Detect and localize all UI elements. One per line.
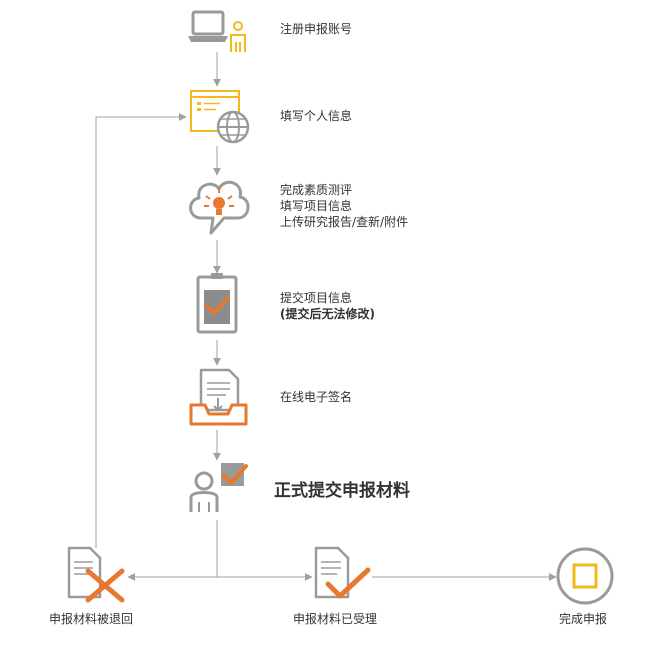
document-x-icon [67,546,125,603]
document-inbox-icon [189,368,248,426]
outcome-accepted-label: 申报材料已受理 [293,612,378,626]
step-text-line: 提交项目信息 [280,291,353,305]
laptop-user-icon [188,10,246,52]
step-submit-info-text: 提交项目信息 (提交后无法修改) [280,290,375,322]
step-text-line: 注册申报账号 [280,22,353,36]
step-text-line: 在线电子签名 [280,390,353,404]
step-text-line: 填写项目信息 [280,199,353,213]
step-register-text: 注册申报账号 [280,21,352,37]
idea-cloud-bulb-icon [189,180,250,235]
step-text-note: (提交后无法修改) [280,307,375,321]
outcome-completed-label: 完成申报 [559,612,608,626]
outcome-returned-label: 申报材料被退回 [49,612,134,626]
step-personal-text: 填写个人信息 [280,108,352,124]
step-text-line: 填写个人信息 [280,109,353,123]
user-check-icon [189,463,248,512]
connector-returned-loop [95,113,187,548]
web-form-globe-icon [190,90,250,144]
circle-square-icon [556,547,614,605]
step-text-line: 完成素质测评 [280,183,353,197]
document-check-icon [314,546,371,599]
clipboard-check-icon [196,273,238,334]
step-sign-text: 在线电子签名 [280,389,352,405]
step-text-line: 上传研究报告/查新/附件 [280,215,409,229]
step-formal-title: 正式提交申报材料 [274,481,410,501]
step-evaluate-text: 完成素质测评 填写项目信息 上传研究报告/查新/附件 [280,182,408,230]
